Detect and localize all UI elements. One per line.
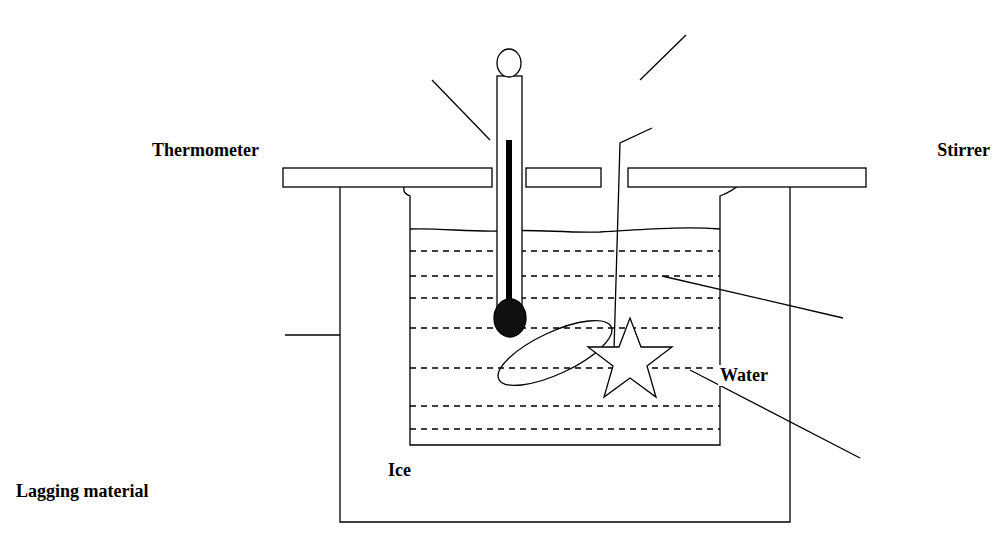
leader-lines [285,35,860,458]
part-label: Lagging material [14,481,151,502]
part-label: Ice [386,460,413,481]
thermometer-bulb [494,299,526,337]
part-label: Thermometer [150,140,261,161]
part-label: Stirrer [935,140,992,161]
thermometer-tube [497,76,522,308]
stirrer-rod [614,128,652,350]
water-lines [410,251,720,429]
water-surface [410,228,720,232]
ice-star [588,318,672,397]
thermometer-top [497,49,521,77]
lid [283,168,492,187]
part-label: Water [718,365,770,386]
lid [526,168,601,187]
mercury-column [506,140,512,302]
lid [628,168,866,187]
inner-calorimeter [410,203,720,445]
lagging-container [340,187,790,522]
